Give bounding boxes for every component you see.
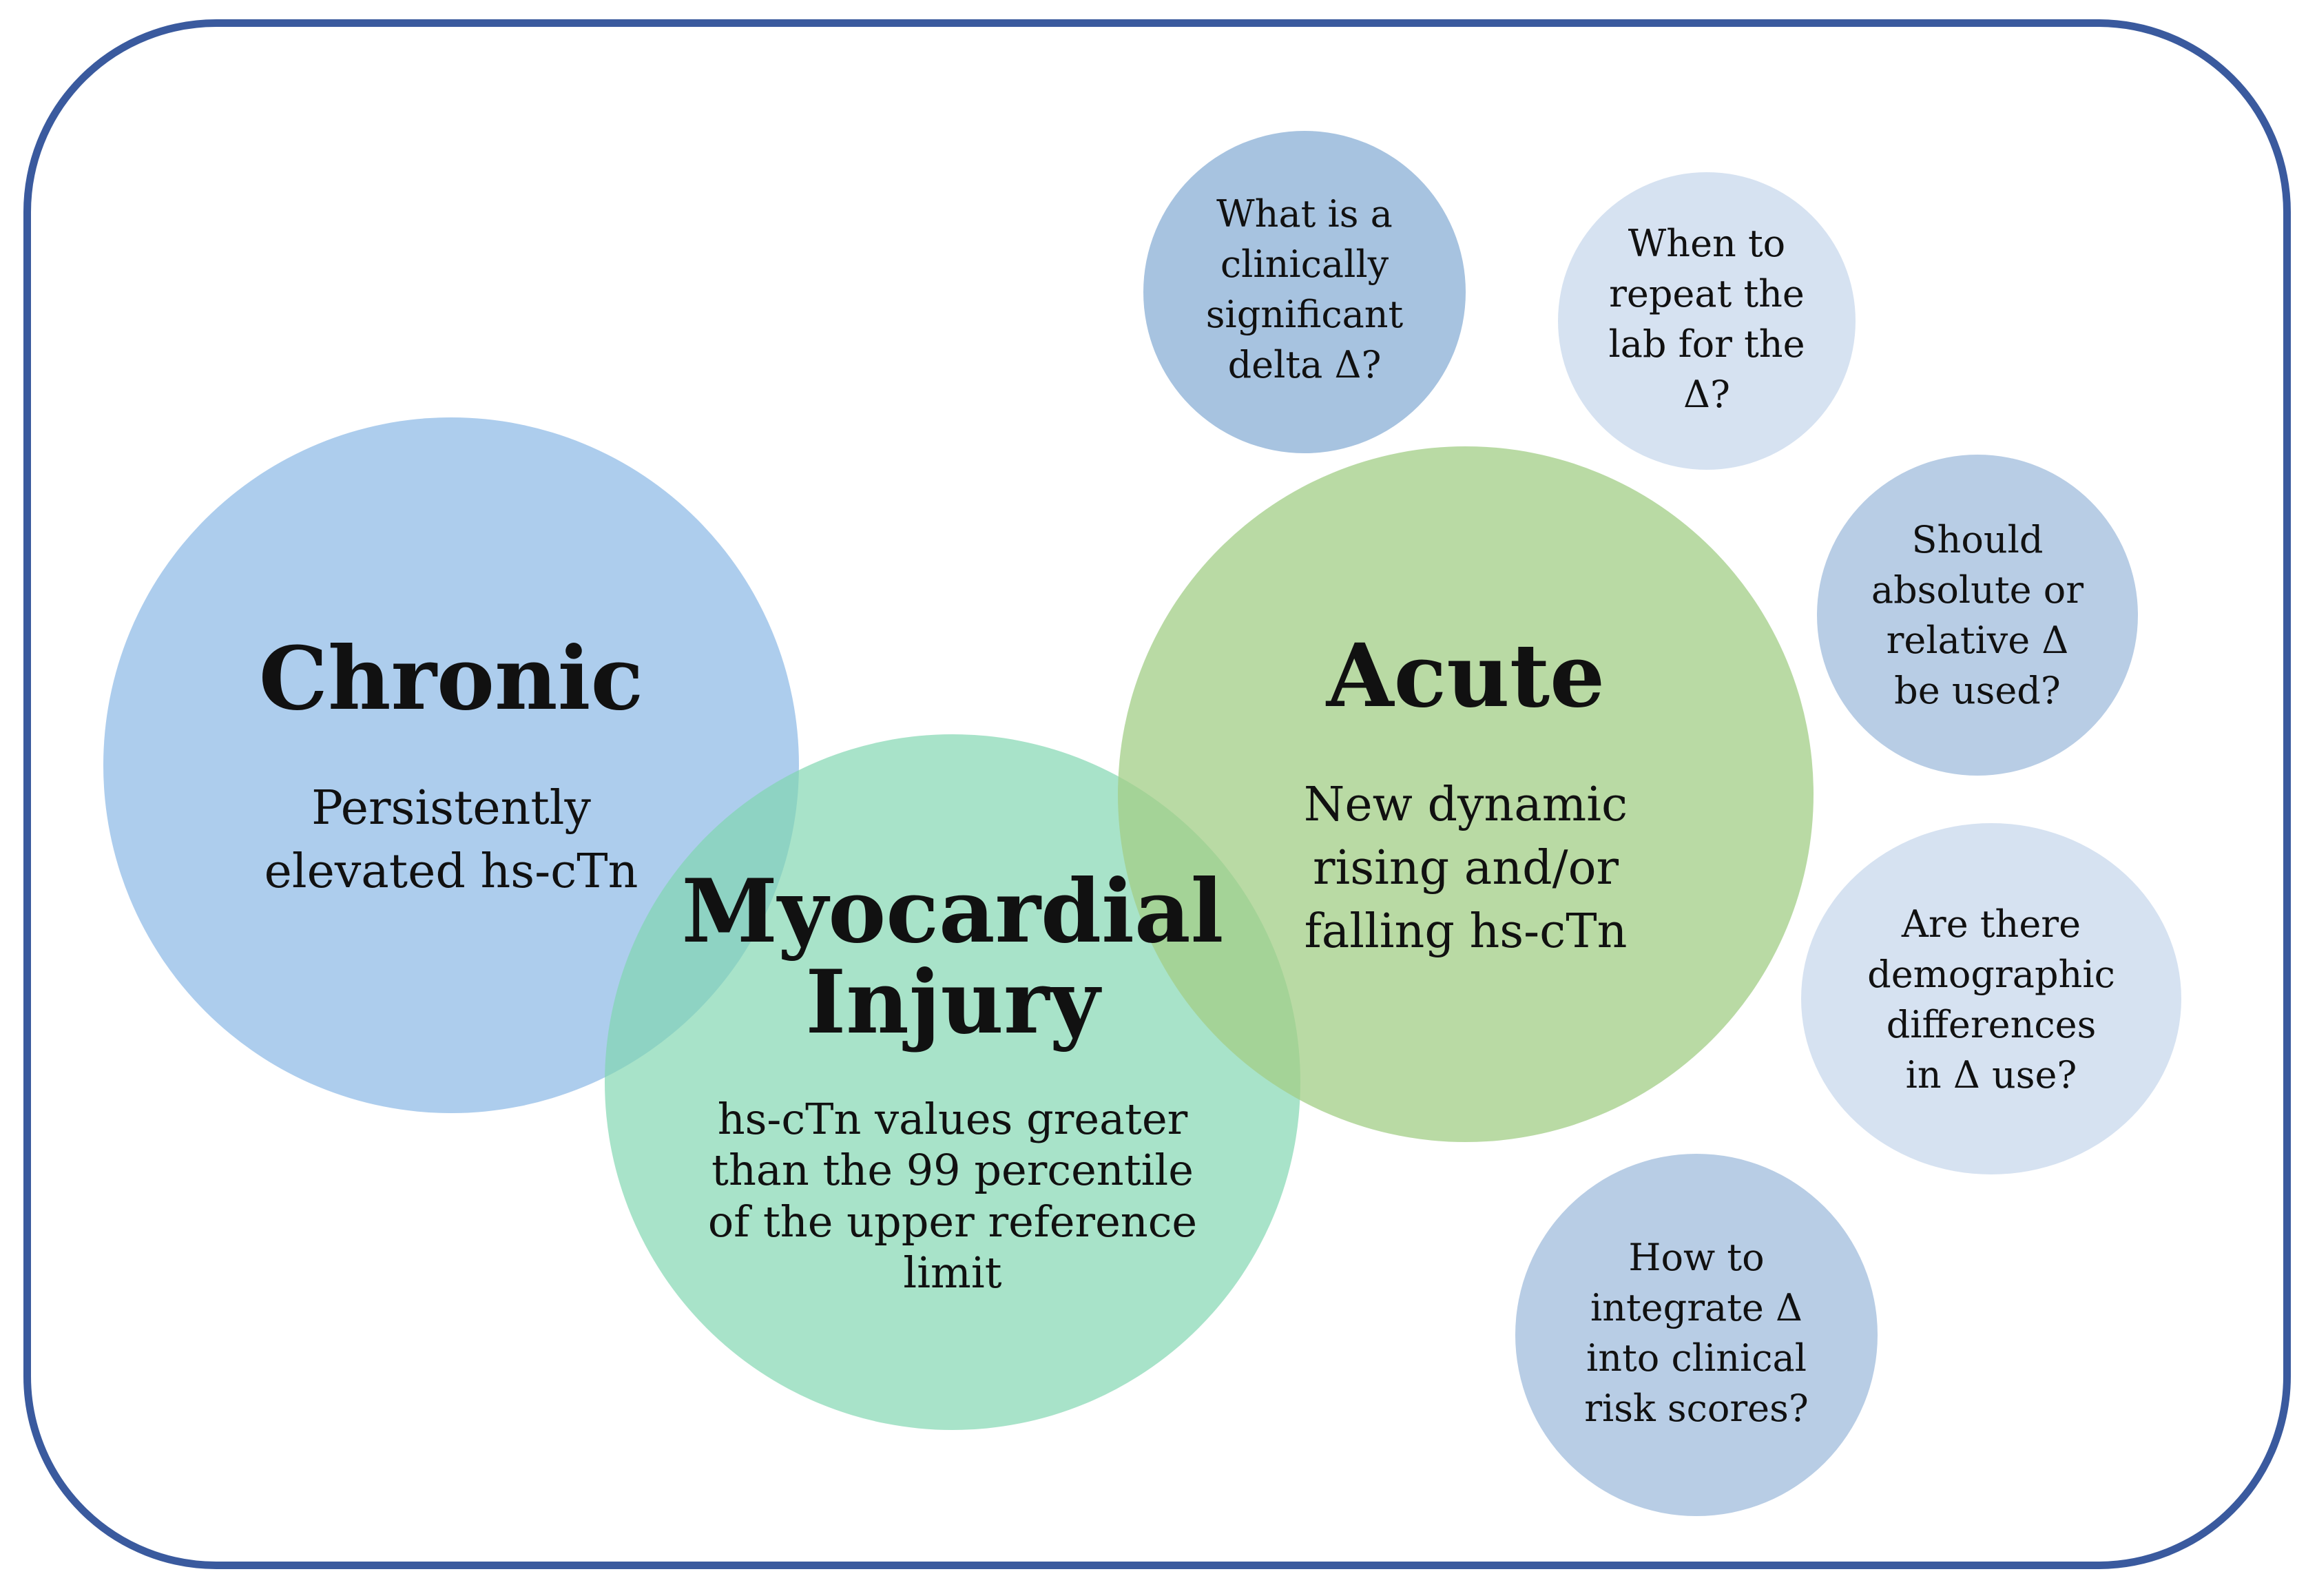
acute-circle	[1118, 446, 1814, 1142]
question-risk-scores: How to integrate Δ into clinical risk sc…	[1584, 1236, 1809, 1430]
chronic-description: Persistently elevated hs-cTn	[264, 781, 638, 899]
question-circle-demographics	[1801, 823, 2181, 1174]
question-circle-risk-scores	[1515, 1154, 1878, 1516]
question-demographics: Are there demographic differences in Δ u…	[1867, 902, 2115, 1097]
question-circle-absolute-relative	[1817, 455, 2138, 776]
myocardial-injury-title: Myocardial Injury	[681, 860, 1224, 1054]
myocardial-injury-description: hs-cTn values greater than the 99 percen…	[707, 1094, 1198, 1298]
acute-title: Acute	[1326, 625, 1606, 727]
question-circle-delta-significance	[1143, 131, 1466, 453]
question-delta-significance: What is a clinically significant delta Δ…	[1205, 192, 1404, 386]
diagram-frame	[23, 19, 2291, 1569]
question-circle-repeat-timing	[1558, 172, 1856, 470]
chronic-title: Chronic	[258, 628, 644, 729]
acute-description: New dynamic rising and/or falling hs-cTn	[1303, 778, 1628, 959]
question-absolute-relative: Should absolute or relative Δ be used?	[1871, 518, 2084, 712]
question-repeat-timing: When to repeat the lab for the Δ?	[1608, 222, 1805, 416]
